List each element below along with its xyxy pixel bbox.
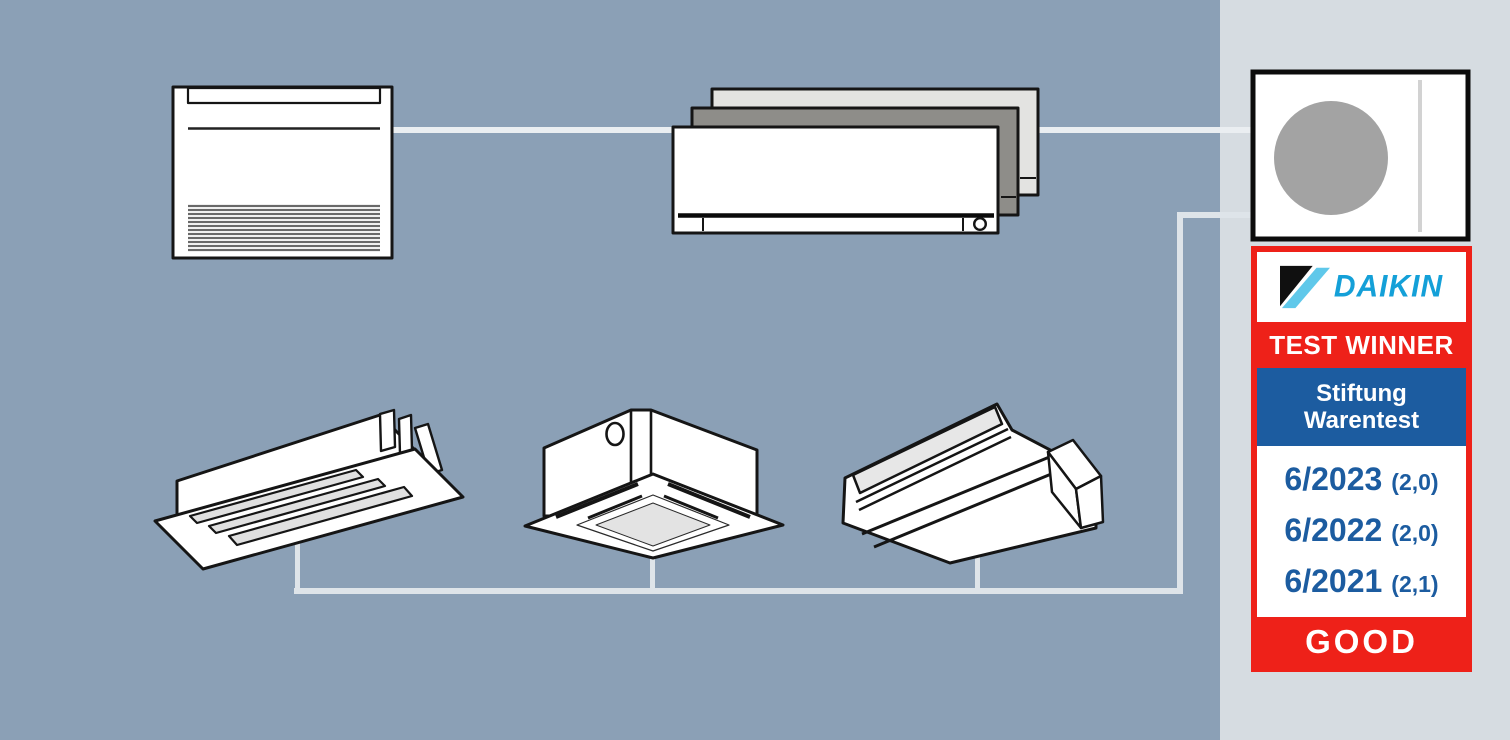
- award-title-text: TEST WINNER: [1269, 329, 1454, 360]
- test-issue: 6/2023: [1284, 461, 1383, 497]
- test-grade: (2,0): [1391, 520, 1439, 546]
- test-issue: 6/2022: [1284, 512, 1383, 548]
- test-result-row: 6/2022 (2,0): [1257, 512, 1466, 549]
- verdict-text: GOOD: [1305, 622, 1418, 660]
- ceiling-suspended-unit: [841, 402, 1105, 565]
- one-way-cassette-unit: [153, 408, 465, 571]
- test-result-row: 6/2021 (2,1): [1257, 563, 1466, 600]
- verdict-band: GOOD: [1257, 617, 1466, 666]
- test-results: 6/2023 (2,0) 6/2022 (2,0) 6/2021 (2,1): [1257, 446, 1466, 617]
- round-flow-cassette-unit: [523, 408, 785, 560]
- floor-console-unit: [171, 85, 394, 260]
- daikin-logo: DAIKIN: [1257, 252, 1466, 322]
- outdoor-fan-icon: [1274, 101, 1388, 215]
- console-grille: [188, 205, 380, 251]
- organization-band: Stiftung Warentest: [1257, 368, 1466, 446]
- test-grade: (2,0): [1391, 469, 1439, 495]
- organization-line-2: Warentest: [1303, 407, 1420, 434]
- test-issue: 6/2021: [1284, 563, 1383, 599]
- daikin-wordmark: DAIKIN: [1333, 269, 1444, 304]
- award-title: TEST WINNER: [1257, 322, 1466, 368]
- test-result-row: 6/2023 (2,0): [1257, 461, 1466, 498]
- organization-line-1: Stiftung: [1316, 380, 1407, 407]
- wall-mounted-units: [671, 87, 1040, 235]
- test-grade: (2,1): [1391, 571, 1439, 597]
- test-winner-badge: DAIKIN TEST WINNER Stiftung Warentest 6/…: [1251, 246, 1472, 672]
- outdoor-unit: [1250, 69, 1471, 242]
- daikin-slash-icon: [1279, 265, 1330, 309]
